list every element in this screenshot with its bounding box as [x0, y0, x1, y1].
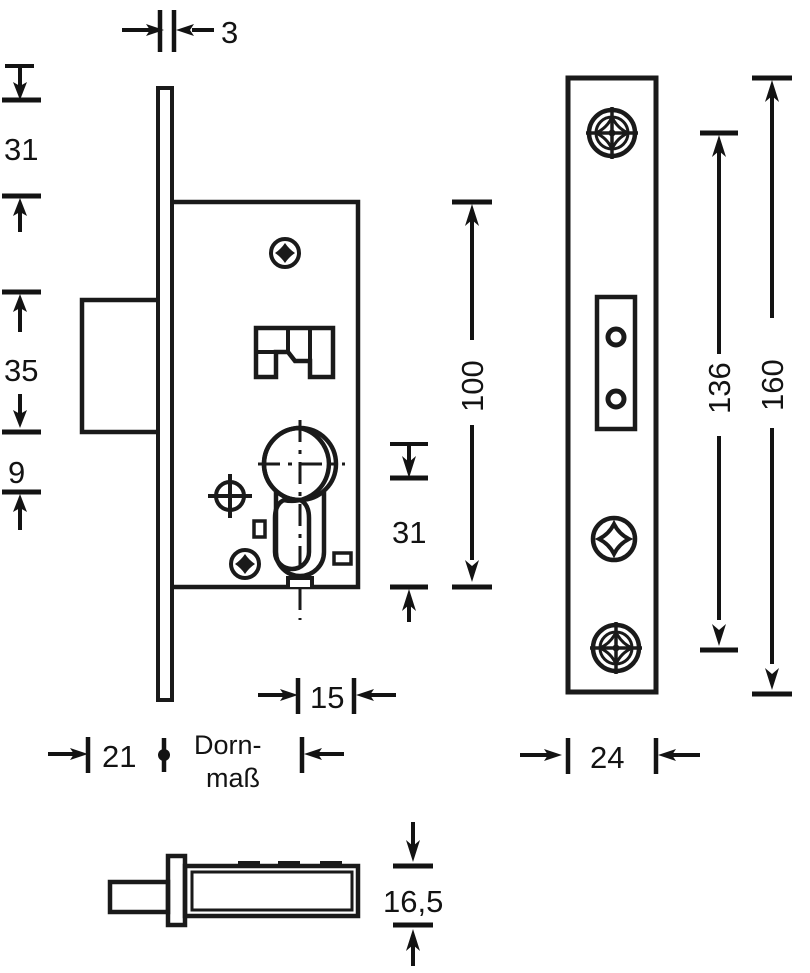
section-view-bolt: [107, 853, 361, 928]
dimension-top-to-case-31: 31: [2, 64, 41, 232]
screw-lower-icon: [229, 548, 261, 580]
arrow-left-icon: [304, 748, 322, 760]
arrow-up-icon: [13, 294, 27, 312]
arrow-right-icon: [146, 24, 164, 36]
section-notch-1: [238, 861, 260, 867]
slot-hole-upper: [605, 326, 627, 348]
dim-label-15: 15: [310, 680, 344, 715]
dimension-16-5: 16,5: [383, 822, 443, 966]
dim-label-136: 136: [702, 362, 737, 414]
screw-bottom-icon: [590, 622, 642, 674]
screw-top-icon: [586, 107, 638, 159]
arrow-left-icon: [176, 24, 194, 36]
cylinder-keyhole-cutout: [258, 420, 345, 620]
faceplate-outline: [565, 75, 659, 695]
dimension-24: 24: [520, 738, 700, 775]
arrow-down-icon: [13, 82, 27, 100]
dim-label-9: 9: [8, 455, 25, 490]
screw-middle-icon: [590, 515, 638, 563]
arrow-up-icon: [465, 204, 479, 226]
arrow-down-icon: [465, 560, 479, 582]
section-case-inner: [190, 870, 354, 912]
dim-label-35: 35: [4, 353, 38, 388]
dimension-gap-9: 9: [2, 455, 41, 530]
dim-label-100: 100: [455, 360, 490, 412]
faceplate-slot: [594, 294, 638, 432]
dim-label-160: 160: [755, 359, 790, 411]
crosshair-hole-icon: [208, 474, 252, 518]
dimension-15: 15: [258, 678, 396, 715]
dim-label-31-bottom: 31: [392, 515, 426, 550]
slot-hole-lower: [605, 388, 627, 410]
dim-label-dornmass-1: Dorn-: [194, 730, 262, 760]
arrow-up-icon: [712, 135, 726, 157]
dimension-136: 136: [700, 130, 738, 653]
latch-bolt-block: [79, 297, 158, 435]
dimension-100: 100: [452, 199, 492, 590]
dimension-160: 160: [752, 75, 792, 697]
screw-upper-icon: [269, 237, 301, 269]
arrow-down-icon: [712, 624, 726, 646]
latch-mechanism-detail: [253, 325, 336, 380]
dim-label-dornmass-2: maß: [206, 763, 260, 793]
arrow-up-icon: [13, 198, 27, 216]
arrow-right-icon: [280, 689, 298, 701]
section-notch-2: [278, 861, 300, 867]
small-slot-lower: [332, 551, 353, 566]
section-case-body: [182, 863, 361, 919]
arrow-up-icon: [13, 494, 27, 512]
dim-label-31-top: 31: [4, 132, 38, 167]
dimension-faceplate-thickness: 3: [122, 10, 238, 52]
arrow-right-icon: [544, 749, 562, 761]
dim-label-21: 21: [102, 739, 136, 774]
bottom-notch: [286, 576, 314, 587]
side-view-faceplate: [565, 75, 659, 695]
arrow-down-icon: [765, 668, 779, 690]
arrow-up-icon: [765, 80, 779, 102]
arrow-down-icon: [13, 410, 27, 428]
arrow-up-icon: [406, 929, 420, 951]
section-notch-3: [320, 861, 342, 867]
front-view-lock: [79, 86, 361, 702]
lock-case-outline: [172, 199, 361, 590]
arrow-left-icon: [658, 749, 676, 761]
dim-label-24: 24: [590, 740, 624, 775]
dimension-21-backset: 21 Dorn- maß: [48, 730, 344, 793]
arrow-right-icon: [70, 748, 88, 760]
small-slot-upper: [252, 519, 267, 539]
dimension-latch-height-35: 35: [2, 289, 41, 435]
dimension-31-bottom: 31: [390, 442, 428, 622]
dim-label-3: 3: [221, 15, 238, 50]
faceplate-strip: [156, 86, 174, 702]
arrow-down-icon: [406, 840, 420, 862]
arrow-down-icon: [402, 456, 416, 478]
arrow-up-icon: [402, 589, 416, 611]
dimension-dot: [158, 749, 170, 761]
arrow-left-icon: [356, 689, 374, 701]
dim-label-16-5: 16,5: [383, 884, 443, 919]
